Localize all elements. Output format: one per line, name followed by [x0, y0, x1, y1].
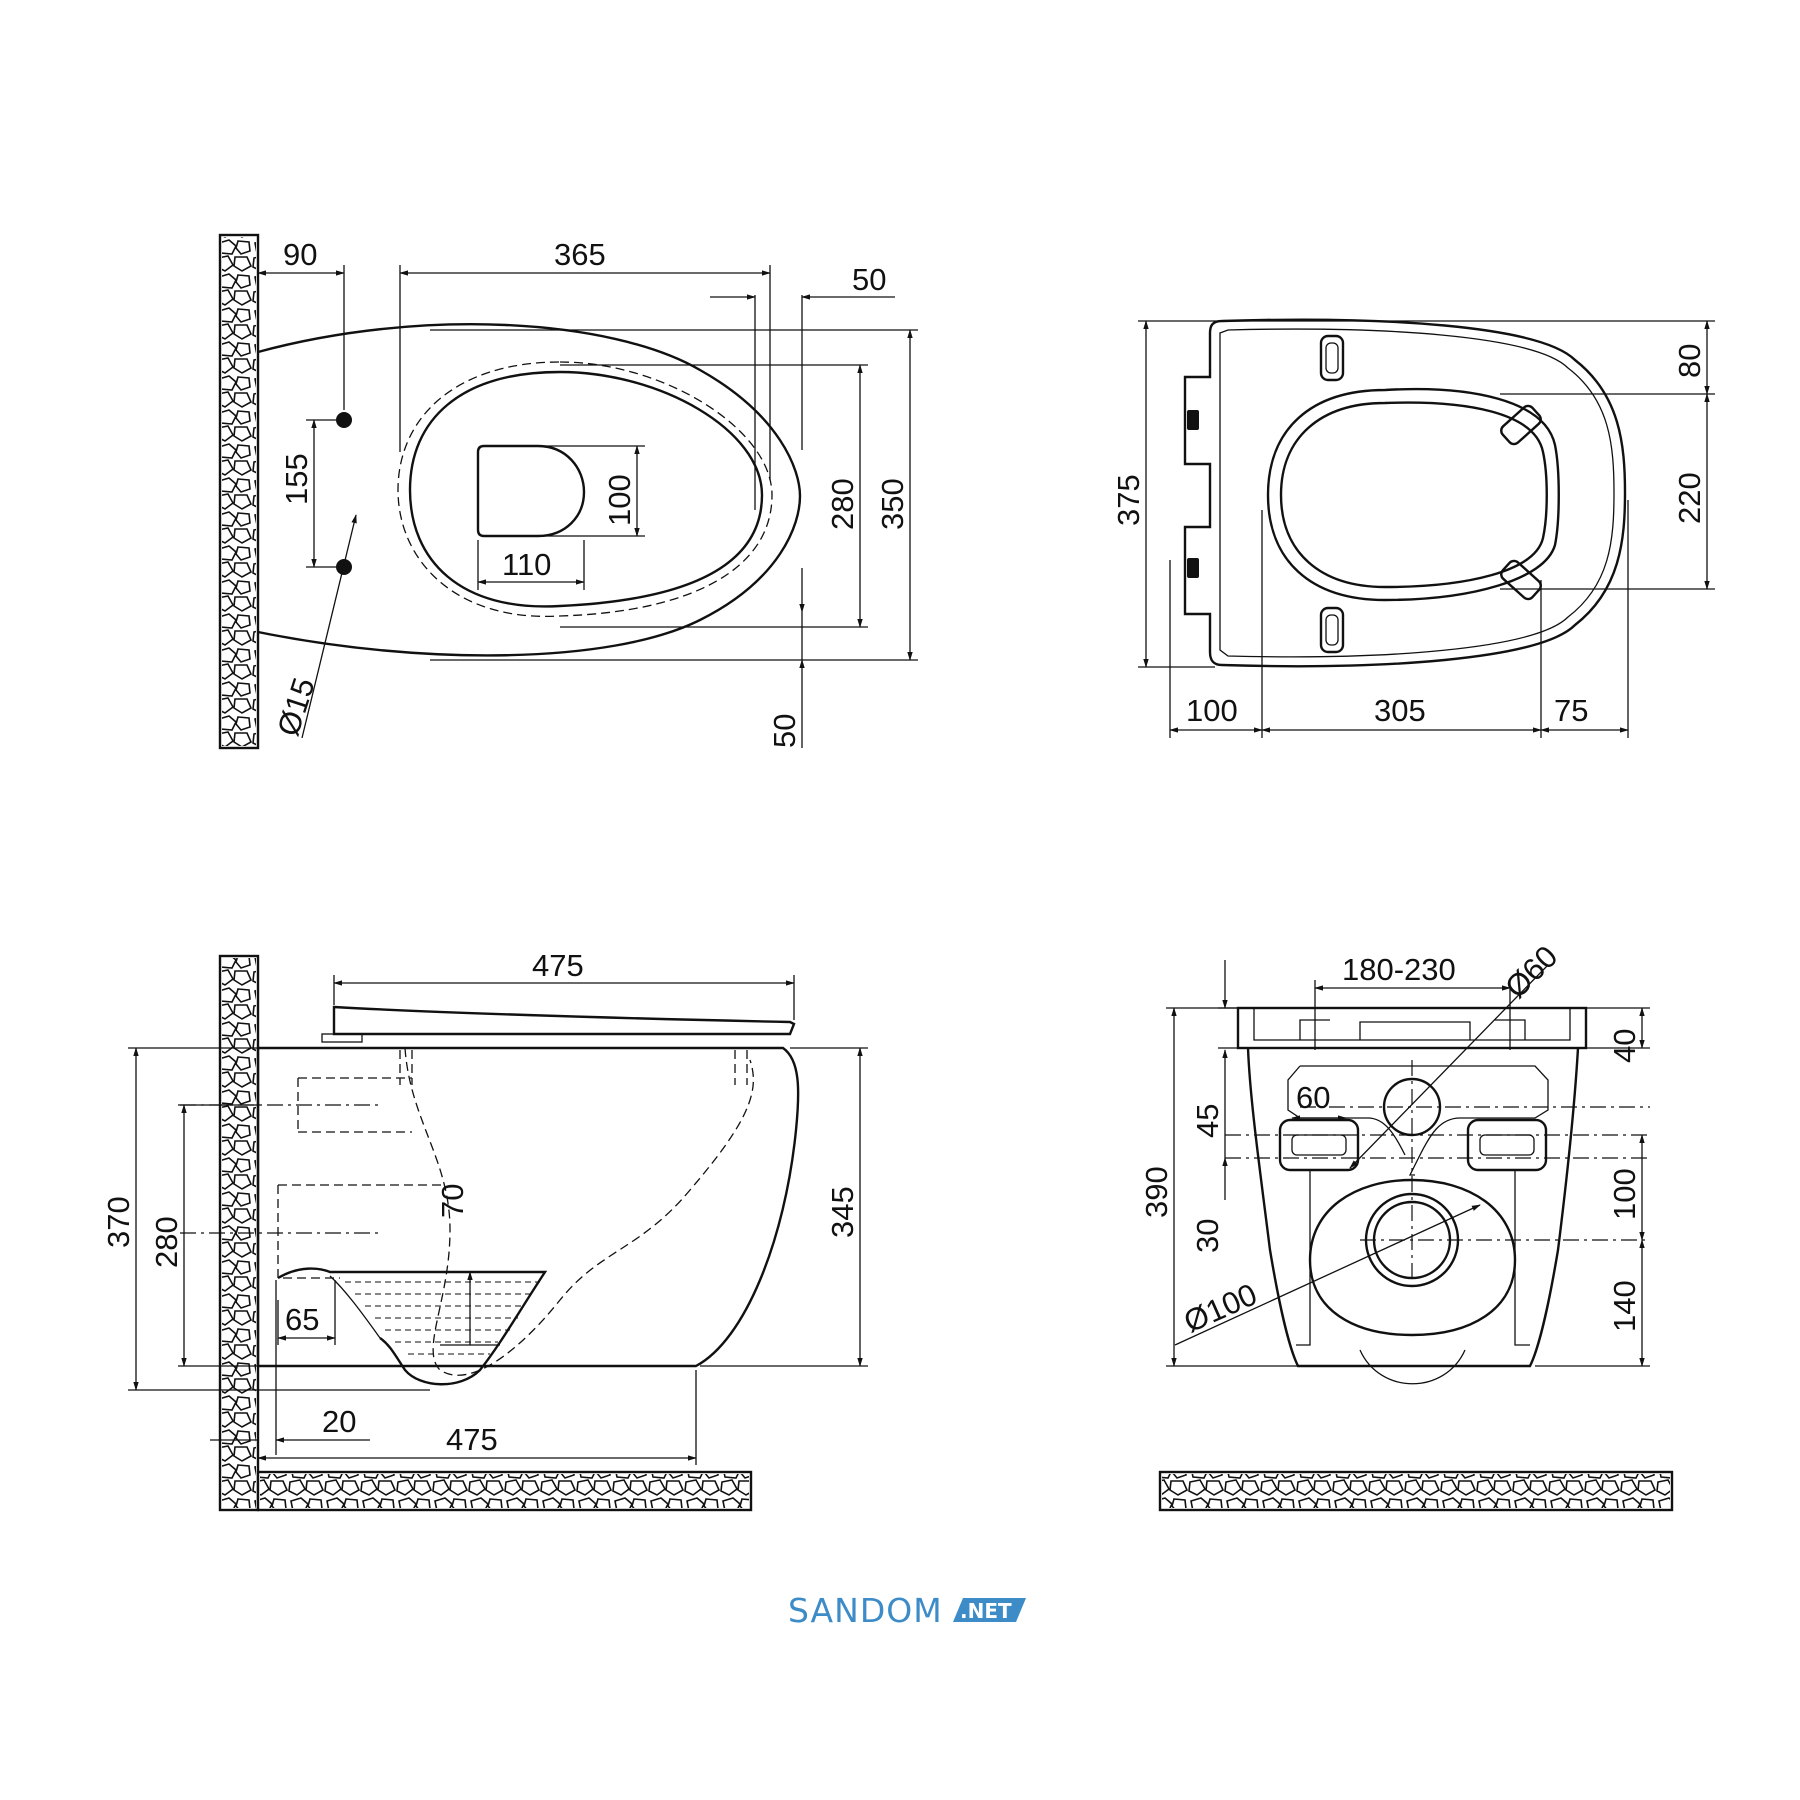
dim-dia-100: Ø100	[1179, 1277, 1263, 1340]
bolt-hole-upper	[336, 412, 352, 428]
dim-20: 20	[322, 1404, 356, 1439]
dim-dia-60: Ø60	[1498, 939, 1564, 1005]
dim-40: 40	[1607, 1029, 1642, 1063]
brand-logo: SANDOM .NET	[788, 1591, 1026, 1630]
dim-140: 140	[1607, 1280, 1642, 1332]
dim-220: 220	[1672, 472, 1707, 524]
logo-tag-badge	[953, 1598, 1026, 1622]
hinge-pad-top	[1319, 334, 1345, 382]
rim-outline-top	[408, 370, 764, 608]
dim-110: 110	[502, 547, 551, 582]
dim-100-outlet: 100	[602, 474, 637, 526]
dim-365: 365	[554, 237, 606, 272]
buffer-top	[1500, 404, 1542, 446]
bowl-body-side	[258, 1046, 800, 1368]
dim-70: 70	[435, 1184, 470, 1218]
dim-475-bottom: 475	[446, 1422, 498, 1457]
dim-475-top: 475	[532, 948, 584, 983]
seat-ring-outer	[1266, 387, 1560, 602]
dim-350: 350	[875, 478, 910, 530]
seat-back-top	[1236, 1006, 1588, 1050]
seat-ring-inner	[1279, 401, 1548, 589]
dim-390: 390	[1139, 1166, 1174, 1218]
bolt-slot-right	[1466, 1118, 1548, 1172]
dim-50-tip: 50	[852, 262, 886, 297]
bowl-outline-top	[257, 323, 802, 657]
bowl-back-outline	[1246, 1047, 1580, 1368]
water-trap-side	[277, 1267, 548, 1386]
back-view: 180-230 Ø60 60 40 100 140 45 30 390	[1139, 939, 1674, 1512]
dim-75: 75	[1554, 693, 1588, 728]
outlet-back	[1308, 1178, 1517, 1337]
seat-lid-outline	[1183, 318, 1627, 668]
dim-280: 280	[825, 478, 860, 530]
dim-375: 375	[1111, 474, 1146, 526]
dim-305: 305	[1374, 693, 1426, 728]
dim-280-side: 280	[149, 1216, 184, 1268]
dim-65: 65	[285, 1302, 319, 1337]
outlet-top	[476, 444, 586, 538]
dim-80: 80	[1672, 344, 1707, 378]
dim-60: 60	[1296, 1080, 1330, 1115]
logo-name: SANDOM	[788, 1591, 943, 1630]
side-view: 475 370 280 345 70 65 20 475	[101, 948, 868, 1512]
logo-tag: .NET	[960, 1599, 1012, 1623]
dim-155: 155	[279, 453, 314, 505]
dim-30: 30	[1190, 1219, 1225, 1253]
dim-100-seat: 100	[1186, 693, 1238, 728]
dim-dia-15: Ø15	[270, 674, 321, 741]
hinge-pad-bottom	[1319, 606, 1345, 654]
top-view: 90 365 50 155 100 110 280	[218, 233, 918, 750]
dim-100-back: 100	[1607, 1168, 1642, 1220]
buffer-bottom	[1500, 559, 1542, 601]
seat-view: 375 80 220 100 305 75	[1111, 318, 1715, 738]
dim-345: 345	[825, 1186, 860, 1238]
dim-50-bottom: 50	[767, 714, 802, 748]
dim-180-230: 180-230	[1342, 952, 1456, 987]
seat-lid-side	[332, 1005, 796, 1036]
dim-45: 45	[1190, 1104, 1225, 1138]
dim-90: 90	[283, 237, 317, 272]
dim-370: 370	[101, 1196, 136, 1248]
